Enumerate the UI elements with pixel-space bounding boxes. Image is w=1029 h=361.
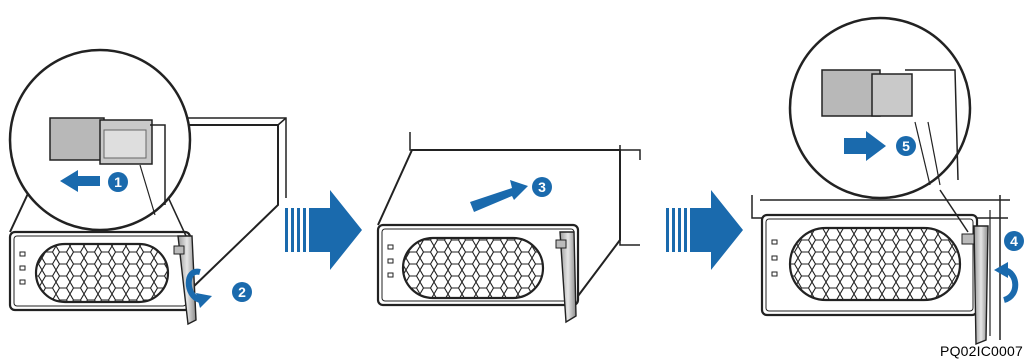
step-number-4: 4 (1010, 233, 1018, 249)
step-badge-5: 5 (896, 136, 916, 156)
step-badge-3: 3 (532, 177, 552, 197)
step-number-3: 3 (538, 179, 546, 195)
flow-arrow-1 (285, 190, 362, 270)
rectifier-module-step2 (378, 132, 640, 322)
step-number-5: 5 (902, 138, 910, 154)
figure-code: PQ02IC0007 (940, 343, 1023, 359)
step-badge-4: 4 (1004, 231, 1024, 251)
rectifier-module-step3 (752, 195, 1010, 344)
flow-arrow-2 (666, 190, 743, 270)
step-badge-2: 2 (232, 282, 252, 302)
rotate-up-icon (994, 262, 1015, 300)
step-number-1: 1 (114, 174, 122, 190)
step-badge-1: 1 (108, 172, 128, 192)
step-number-2: 2 (238, 284, 246, 300)
